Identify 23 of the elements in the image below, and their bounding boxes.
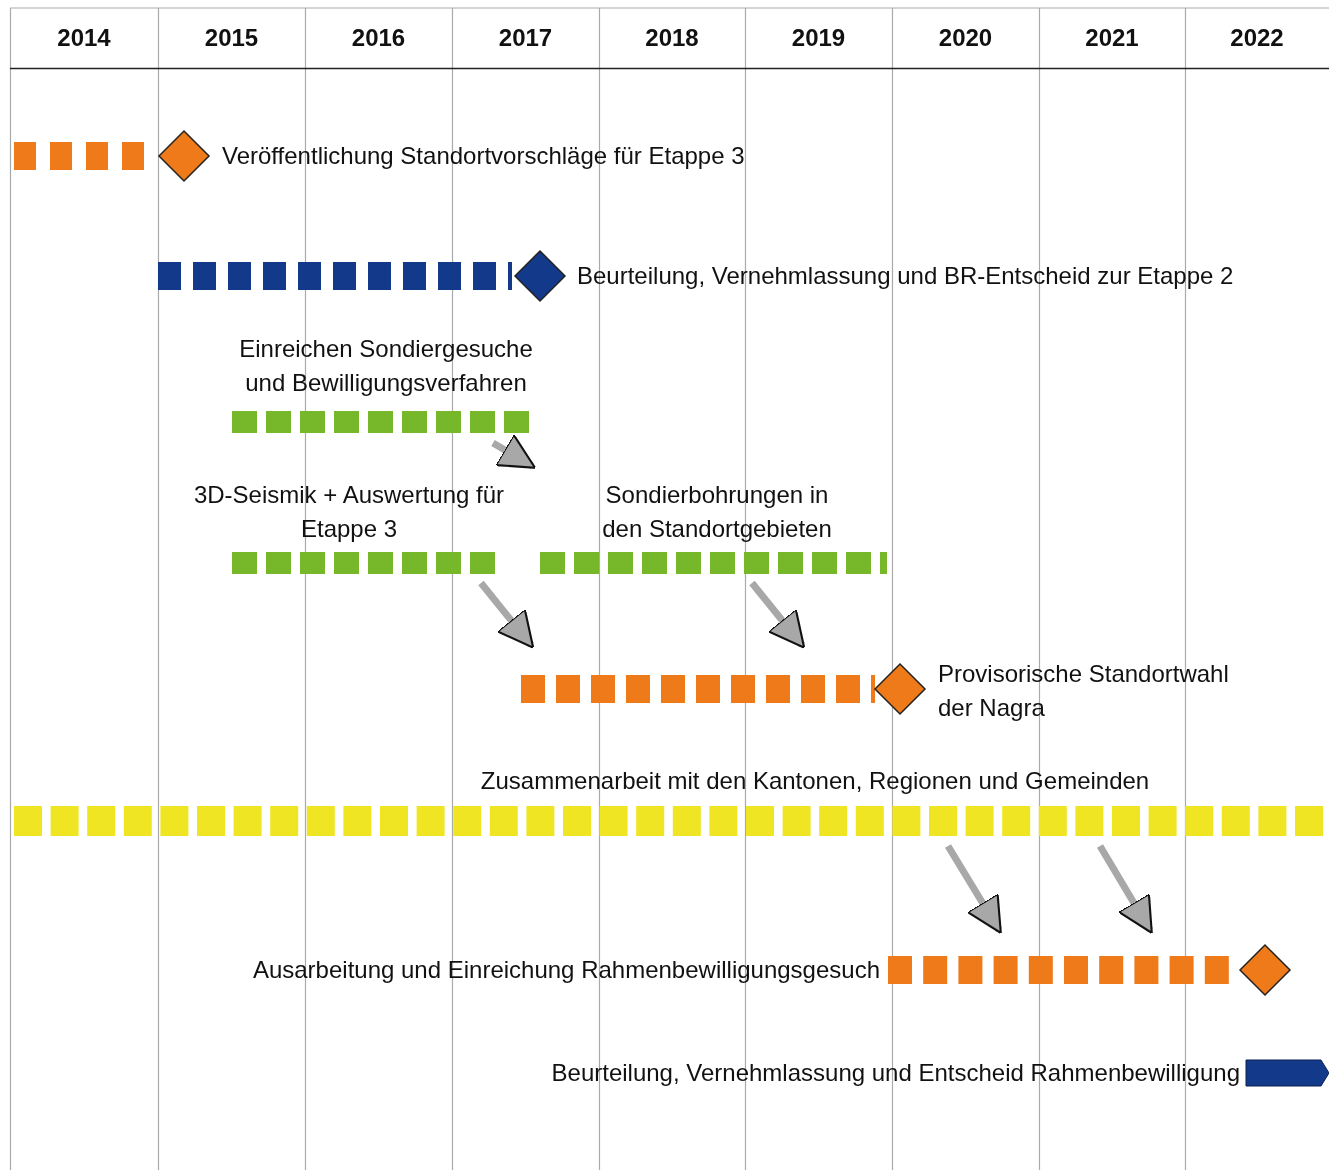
year-label: 2016 — [350, 23, 407, 53]
year-label: 2022 — [1229, 23, 1285, 53]
arrow — [945, 844, 1002, 935]
task-label: Veröffentlichung Standortvorschläge für Etappe 3 — [222, 141, 745, 171]
task-label: Beurteilung, Vernehmlassung und Entscheid Rahmenbewilligung — [551, 1058, 1240, 1088]
year-label: 2017 — [497, 23, 554, 53]
arrow — [478, 580, 535, 649]
year-label: 2021 — [1084, 23, 1140, 53]
year-label: 2014 — [56, 23, 112, 53]
task-label: 3D-Seismik + Auswertung für Etappe 3 — [192, 480, 506, 544]
arrow — [491, 433, 537, 469]
task-label: Sondierbohrungen in den Standortgebieten — [601, 480, 833, 544]
arrow — [749, 580, 806, 649]
year-label: 2018 — [644, 23, 700, 53]
year-label: 2020 — [937, 23, 994, 53]
task-label: Beurteilung, Vernehmlassung und BR-Entscheid zur Etappe 2 — [577, 261, 1234, 291]
task-label: Ausarbeitung und Einreichung Rahmenbewilligungsgesuch — [252, 955, 880, 985]
arrow — [1097, 844, 1153, 935]
year-label: 2015 — [203, 23, 260, 53]
year-label: 2019 — [790, 23, 847, 53]
task-label: Provisorische Standortwahl der Nagra — [938, 659, 1230, 723]
task-label: Zusammenarbeit mit den Kantonen, Regionen und Gemeinden — [479, 766, 1151, 796]
task-label: Einreichen Sondiergesuche und Bewilligungsverfahren — [238, 334, 534, 398]
